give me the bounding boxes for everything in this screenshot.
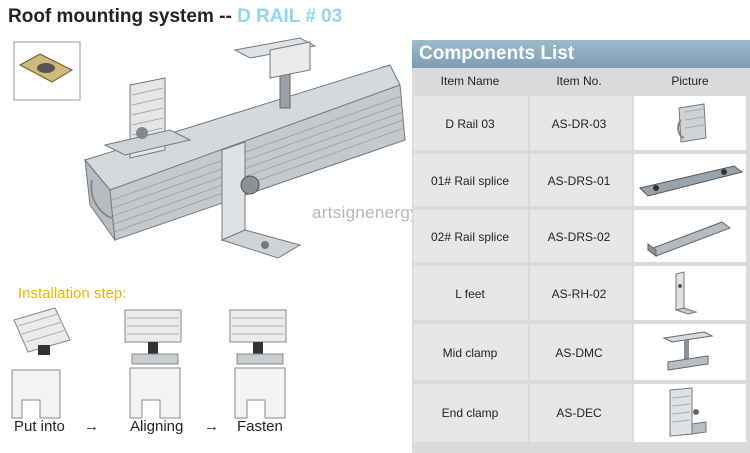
mid-clamp-picture [662,331,714,371]
table-row: D Rail 03 AS-DR-03 [412,96,750,152]
components-list-panel: Components List Item Name Item No. Pictu… [412,40,750,453]
column-item-no: Item No. [556,74,602,88]
item-name: D Rail 03 [445,117,495,131]
step-aligning-figure [124,309,182,419]
item-no: AS-DMC [555,346,603,360]
table-row: End clamp AS-DEC [412,384,750,444]
end-clamp-picture [669,387,707,437]
title-main: Roof mounting system -- [8,6,232,27]
l-feet-picture [674,271,698,315]
table-row: 01# Rail splice AS-DRS-01 [412,154,750,208]
item-picture [634,324,746,380]
item-name: End clamp [441,406,499,420]
title-accent: D RAIL # 03 [237,6,343,27]
page-title: Roof mounting system -- D RAIL # 03 [8,6,342,28]
rail-splice-01-picture [639,165,744,197]
components-list-title: Components List [419,43,575,64]
item-name: Mid clamp [442,346,498,360]
item-name: 01# Rail splice [430,174,510,188]
item-no: AS-RH-02 [551,287,607,301]
item-no: AS-DEC [556,406,602,420]
item-no: AS-DR-03 [551,117,607,131]
table-row: L feet AS-RH-02 [412,266,750,322]
step-fasten-figure [229,309,287,419]
item-name: L feet [455,287,485,301]
step-aligning-label: Aligning [130,418,184,435]
item-name: 02# Rail splice [430,230,510,244]
item-no: AS-DRS-02 [547,230,611,244]
item-no: AS-DRS-01 [547,174,611,188]
table-row: 02# Rail splice AS-DRS-02 [412,210,750,264]
step-arrow-2: → [204,418,219,435]
step-arrow-1: → [84,418,99,435]
column-item-name: Item Name [440,74,500,88]
d-rail-picture [677,103,707,143]
step-put-into-figure [11,307,71,419]
components-table-header-row: Item Name Item No. Picture [412,68,750,94]
item-picture [634,96,746,150]
item-picture [634,154,746,206]
step-fasten-label: Fasten [237,418,283,435]
installation-steps-illustration [11,307,287,419]
step-put-into-label: Put into [14,418,65,435]
rail-assembly-illustration [13,37,406,259]
item-picture [634,266,746,320]
column-picture: Picture [671,74,709,88]
rail-splice-02-picture [646,221,732,257]
installation-step-label: Installation step: [18,285,127,302]
components-list-header: Components List [412,40,750,68]
item-picture [634,210,746,262]
item-picture [634,384,746,442]
table-row: Mid clamp AS-DMC [412,324,750,382]
